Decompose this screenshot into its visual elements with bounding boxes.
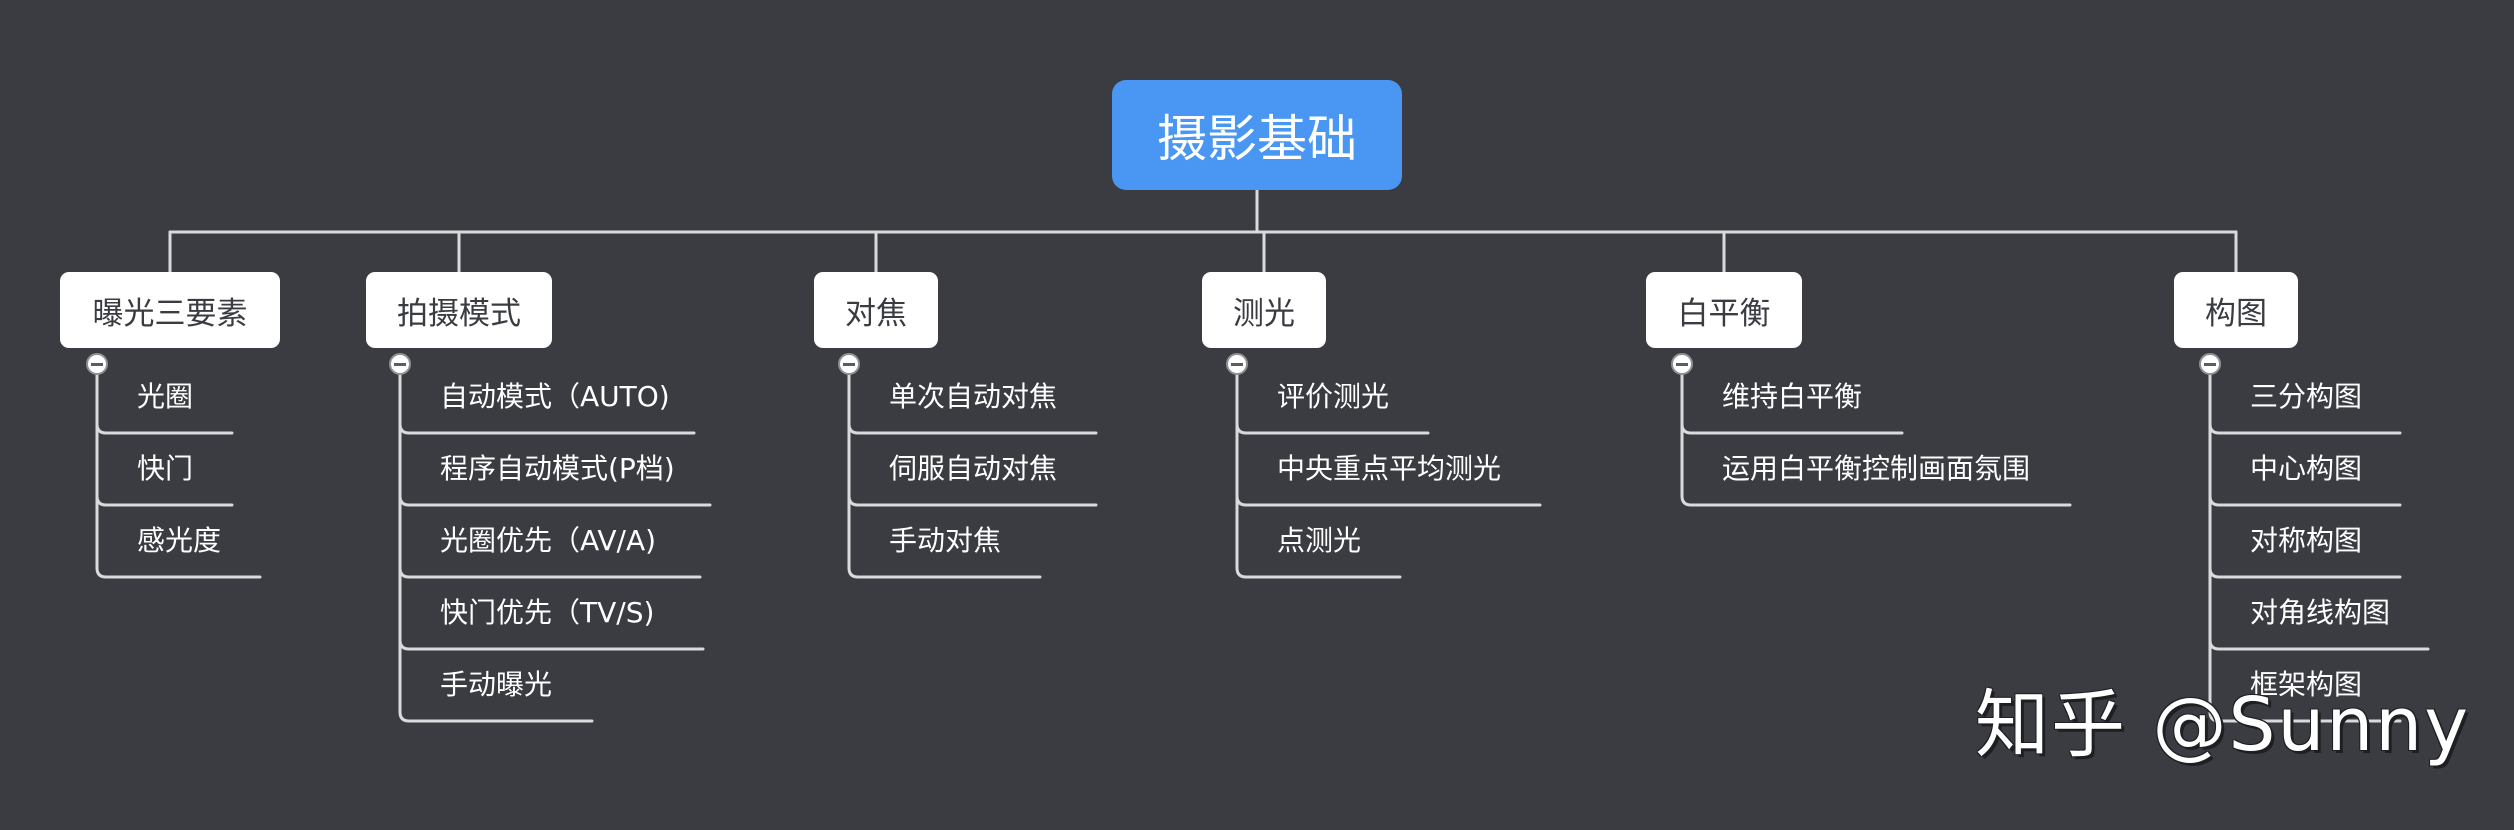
collapse-toggle[interactable]	[389, 353, 411, 375]
leaf-node[interactable]: 中心构图	[2250, 452, 2363, 485]
leaf-node[interactable]: 评价测光	[1277, 380, 1390, 413]
branch-node-metering[interactable]: 测光	[1202, 272, 1326, 348]
leaf-node[interactable]: 维持白平衡	[1722, 380, 1863, 413]
collapse-toggle[interactable]	[838, 353, 860, 375]
branch-node-white-balance[interactable]: 白平衡	[1646, 272, 1802, 348]
leaf-connector	[1680, 362, 2072, 507]
collapse-toggle[interactable]	[86, 353, 108, 375]
leaf-node[interactable]: 程序自动模式(P档)	[440, 452, 675, 485]
leaf-connector	[2208, 362, 2402, 723]
leaf-node[interactable]: 运用白平衡控制画面氛围	[1722, 452, 2031, 485]
minus-icon	[91, 362, 103, 366]
leaf-node[interactable]: 框架构图	[2250, 668, 2363, 701]
leaf-connector	[95, 362, 262, 579]
branch-node-composition[interactable]: 构图	[2174, 272, 2298, 348]
leaf-node[interactable]: 感光度	[137, 524, 222, 557]
minus-icon	[843, 362, 855, 366]
leaf-node[interactable]: 对称构图	[2250, 524, 2363, 557]
leaf-connector	[1235, 362, 1402, 579]
leaf-node[interactable]: 手动对焦	[889, 524, 1002, 557]
branch-node-focus[interactable]: 对焦	[814, 272, 938, 348]
leaf-node[interactable]: 中央重点平均测光	[1277, 452, 1502, 485]
branch-node-shooting-mode[interactable]: 拍摄模式	[366, 272, 552, 348]
minus-icon	[394, 362, 406, 366]
leaf-node[interactable]: 三分构图	[2250, 380, 2363, 413]
leaf-node[interactable]: 快门	[137, 452, 194, 485]
collapse-toggle[interactable]	[1226, 353, 1248, 375]
root-node[interactable]: 摄影基础	[1112, 80, 1402, 190]
leaf-connector	[847, 362, 1042, 579]
leaf-node[interactable]: 光圈	[137, 380, 194, 413]
leaf-connector	[398, 362, 594, 723]
leaf-node[interactable]: 点测光	[1277, 524, 1362, 557]
leaf-node[interactable]: 手动曝光	[440, 668, 553, 701]
watermark-text: 知乎 @Sunny	[1975, 682, 2470, 768]
collapse-toggle[interactable]	[1671, 353, 1693, 375]
minus-icon	[1231, 362, 1243, 366]
leaf-node[interactable]: 自动模式（AUTO)	[440, 380, 670, 413]
leaf-node[interactable]: 快门优先（TV/S)	[440, 596, 655, 629]
minus-icon	[1676, 362, 1688, 366]
leaf-node[interactable]: 伺服自动对焦	[889, 452, 1058, 485]
leaf-node[interactable]: 光圈优先（AV/A)	[440, 524, 657, 557]
leaf-node[interactable]: 单次自动对焦	[889, 380, 1058, 413]
collapse-toggle[interactable]	[2199, 353, 2221, 375]
branch-node-exposure[interactable]: 曝光三要素	[60, 272, 280, 348]
leaf-node[interactable]: 对角线构图	[2250, 596, 2391, 629]
minus-icon	[2204, 362, 2216, 366]
